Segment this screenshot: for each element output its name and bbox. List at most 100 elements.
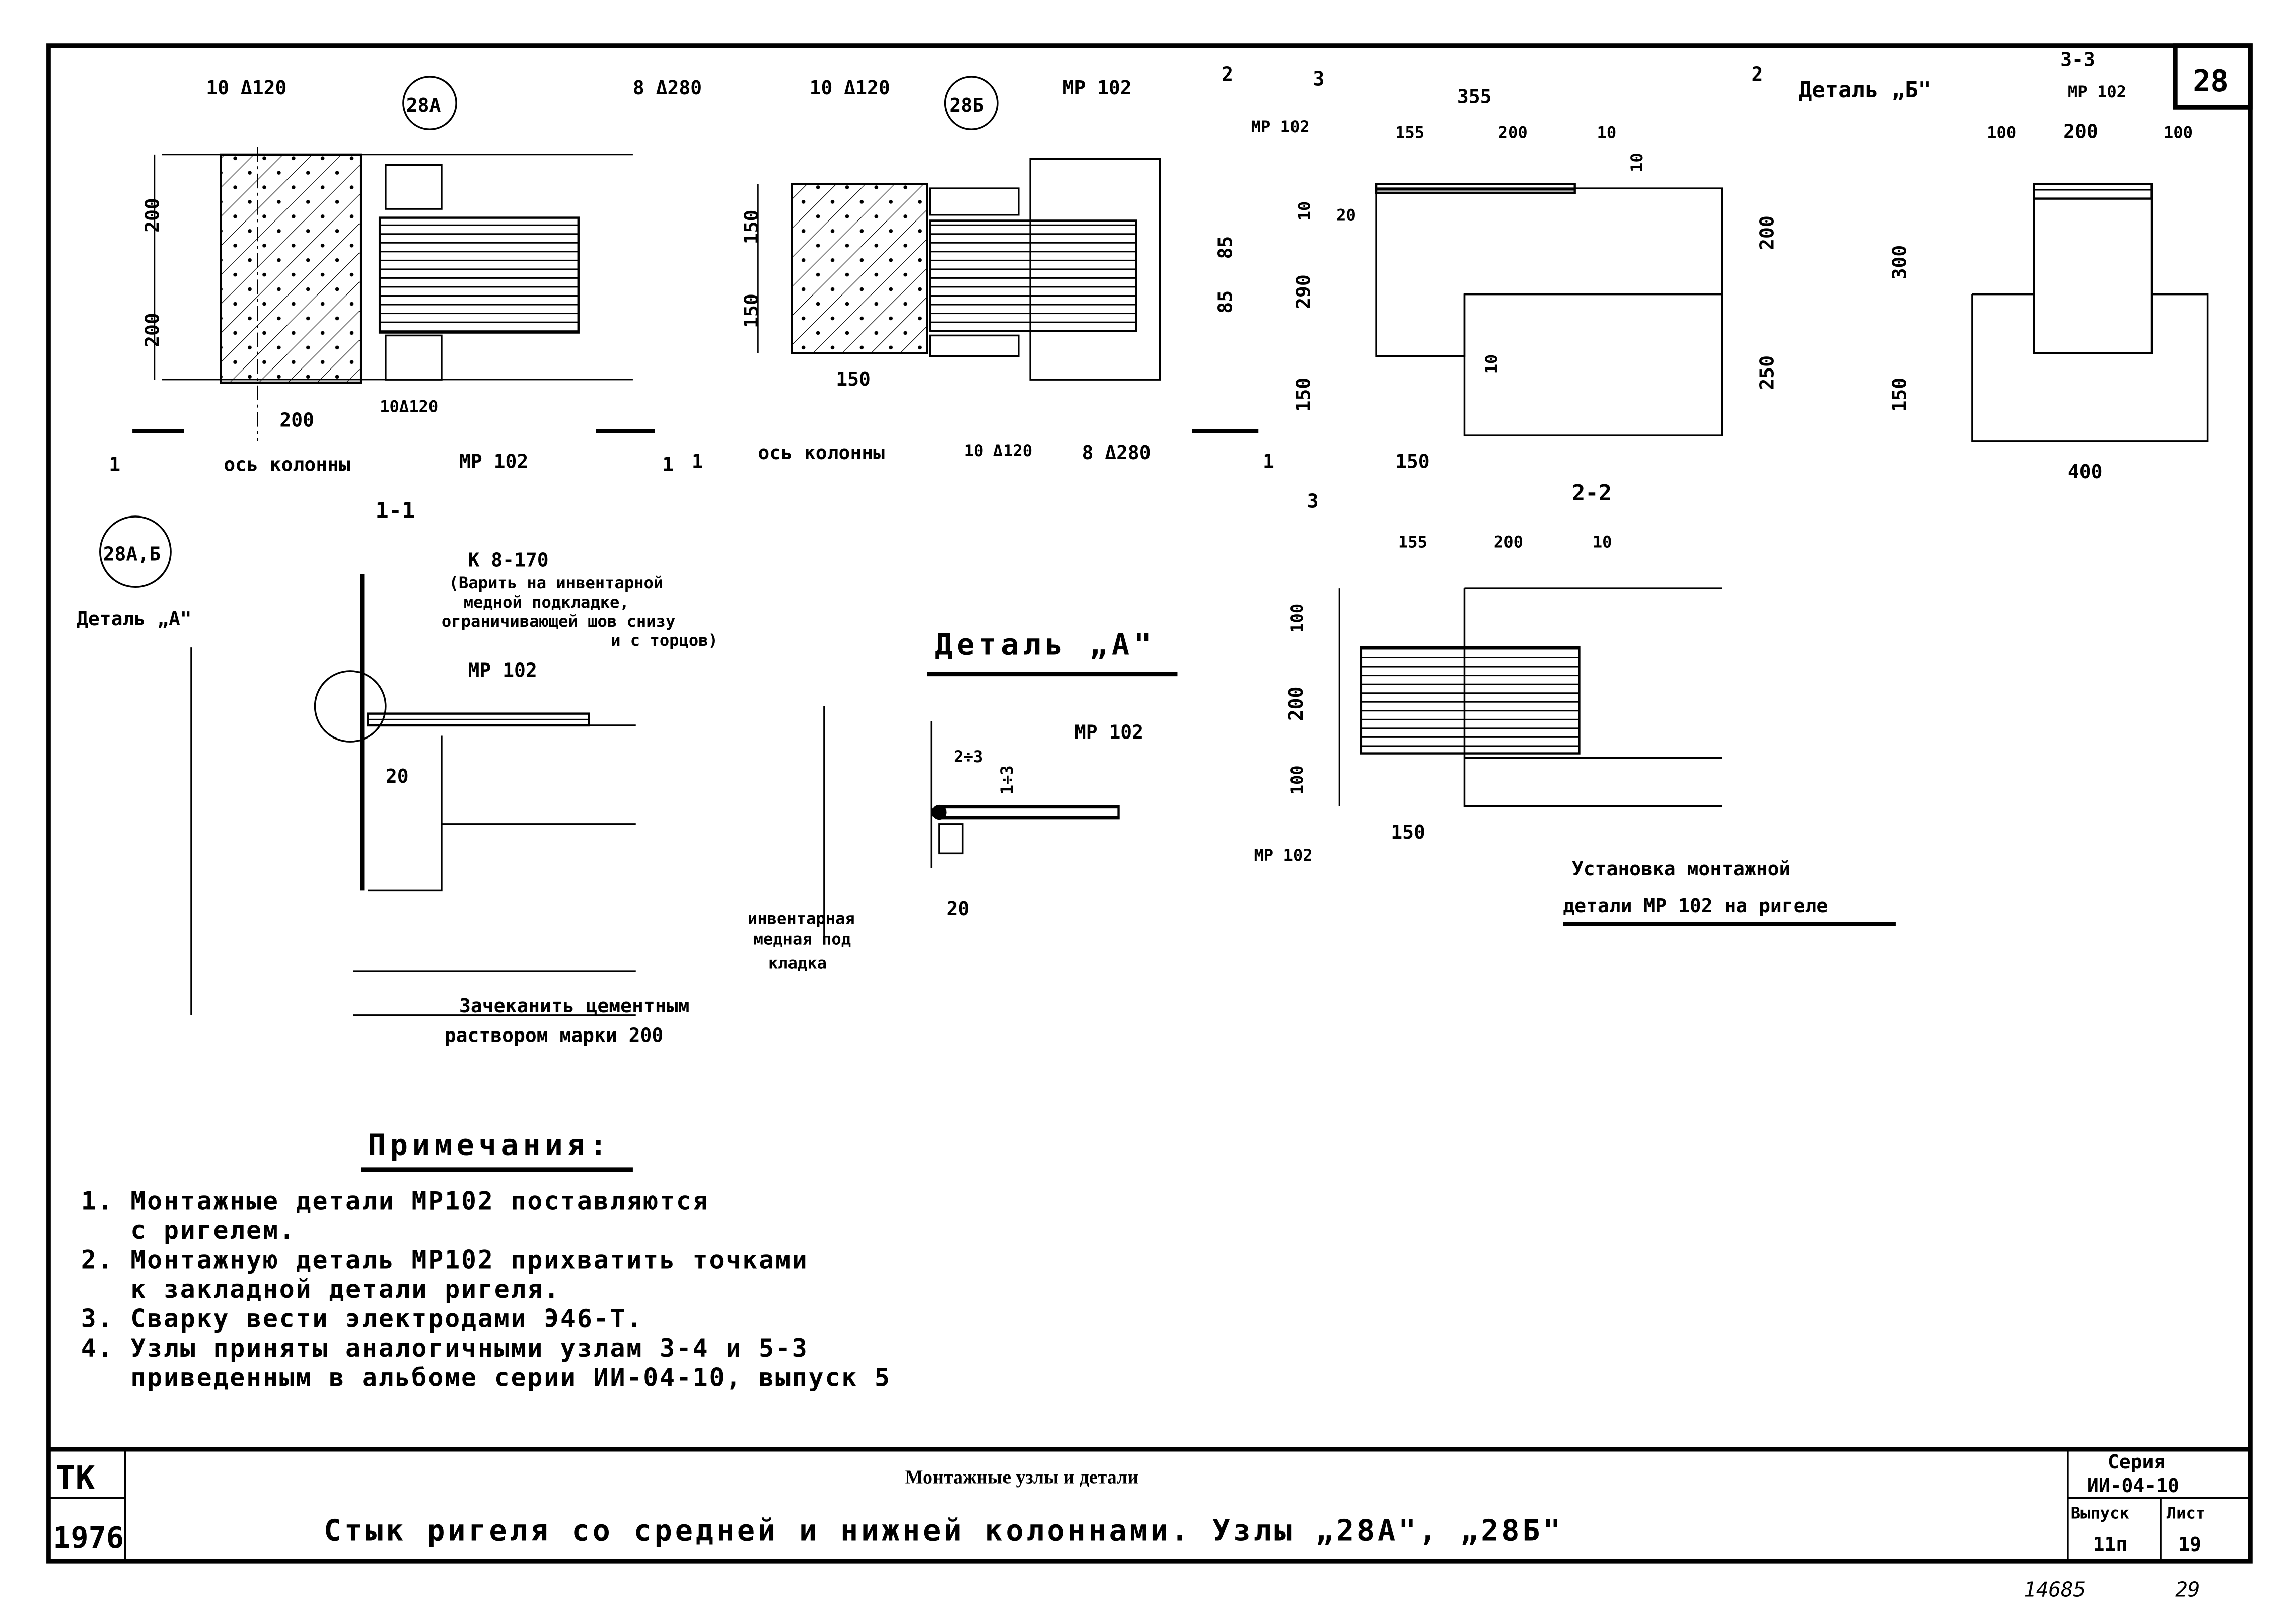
rebar-label: 10 Δ120 bbox=[964, 441, 1032, 460]
node-28a: 28А 10 Δ120 8 Δ280 200 200 200 10Δ120 ос… bbox=[109, 76, 702, 475]
dim-label: 200 bbox=[1285, 687, 1307, 721]
section-3-3: 3-3 МР 102 100 200 100 300 150 400 bbox=[1888, 49, 2209, 483]
section-mark: 1 bbox=[662, 453, 674, 475]
part-label: МР 102 bbox=[1062, 77, 1131, 99]
sheet-number: 28 bbox=[2193, 64, 2228, 98]
dim-label: 290 bbox=[1293, 274, 1315, 309]
notes: Примечания: 1. Монтажные детали МР102 по… bbox=[81, 1128, 891, 1392]
node-28b: 28Б 10 Δ120 МР 102 150 150 85 85 150 ось… bbox=[692, 76, 1274, 472]
dim-label: 100 bbox=[1287, 765, 1307, 794]
detail-title: Деталь „А" bbox=[935, 628, 1156, 662]
dim-label: 20 bbox=[1336, 205, 1356, 225]
dim-label: 2÷3 bbox=[954, 747, 983, 766]
dim-label: 100 bbox=[2164, 123, 2193, 142]
detail-a: Деталь „А" МР 102 2÷3 1÷3 20 инвентарная… bbox=[748, 628, 1178, 972]
dim-label: 200 bbox=[1498, 123, 1528, 142]
section-mark: 1 bbox=[1263, 450, 1274, 472]
dim-label: 85 bbox=[1214, 290, 1237, 314]
section-2-2: 2-2 155 200 10 100 200 100 150 МР 102 Ус… bbox=[1254, 480, 1896, 926]
dim-label: 150 bbox=[1391, 821, 1425, 843]
dim-label: 85 bbox=[1214, 236, 1237, 259]
series-value: ИИ-04-10 bbox=[2087, 1474, 2179, 1497]
note-item: 3. Сварку вести электродами Э46-Т. bbox=[81, 1304, 643, 1333]
dim-label: 150 bbox=[1293, 378, 1315, 412]
drawing-title: Стык ригеля со средней и нижней колоннам… bbox=[324, 1513, 1563, 1547]
caption: детали МР 102 на ригеле bbox=[1563, 895, 1828, 917]
part-label: МР 102 bbox=[1251, 117, 1310, 136]
dim-label: 200 bbox=[1494, 532, 1523, 551]
notes-title: Примечания: bbox=[368, 1128, 612, 1162]
section-mark: 3 bbox=[1307, 490, 1319, 512]
dim-label: 355 bbox=[1457, 86, 1492, 108]
rebar-label: 8 Δ280 bbox=[1082, 441, 1151, 464]
dim-label: 10 bbox=[1593, 532, 1612, 551]
footer: 14685 29 bbox=[2024, 1577, 2200, 1601]
section-mark: 2 bbox=[1222, 63, 1233, 86]
dim-label: 1÷3 bbox=[997, 765, 1017, 794]
node-tag: 28А,Б bbox=[103, 543, 161, 565]
dim-label: 10 bbox=[1597, 123, 1617, 142]
dim-label: 100 bbox=[1987, 123, 2016, 142]
part-label: МР 102 bbox=[1074, 721, 1143, 743]
rebar-label: 10 Δ120 bbox=[810, 77, 890, 99]
node-tag: 28Б bbox=[949, 94, 984, 116]
note-item: 1. Монтажные детали МР102 поставляются bbox=[81, 1187, 709, 1216]
sheet-frame: 28 bbox=[46, 43, 2253, 1564]
series-label: Серия bbox=[2108, 1451, 2165, 1473]
section-1-1: 1-1 28А,Б Деталь „А" К 8-170 (Варить на … bbox=[77, 498, 718, 1047]
weld-note: медной подкладке, bbox=[464, 593, 629, 612]
weld-note: (Варить на инвентарной bbox=[449, 573, 664, 593]
issue-label: Выпуск bbox=[2071, 1503, 2129, 1522]
weld-note: и с торцов) bbox=[611, 631, 718, 650]
rebar-label: 8 Δ280 bbox=[633, 77, 702, 99]
weld-note: ограничивающей шов снизу bbox=[442, 612, 675, 631]
axis-label: ось колонны bbox=[224, 453, 350, 475]
section-title: 3-3 bbox=[2060, 49, 2095, 71]
dim-label: 155 bbox=[1398, 532, 1427, 551]
dim-label: 200 bbox=[141, 198, 164, 233]
detail-b: Деталь „Б" 2 2 3 3 МР 102 355 155 200 10… bbox=[1222, 63, 1931, 512]
dim-label: 20 bbox=[386, 765, 409, 787]
drawing-subtitle: Монтажные узлы и детали bbox=[905, 1466, 1139, 1488]
grout-note: раствором марки 200 bbox=[445, 1024, 664, 1046]
dim-label: 20 bbox=[947, 898, 970, 920]
part-label: МР 102 bbox=[468, 659, 537, 682]
part-label: МР 102 bbox=[459, 450, 528, 472]
sheet-label: Лист bbox=[2167, 1503, 2205, 1522]
note-item: 4. Узлы приняты аналогичными узлам 3-4 и… bbox=[81, 1334, 809, 1363]
page-number: 29 bbox=[2175, 1577, 2200, 1601]
weld-label: К 8-170 bbox=[468, 549, 549, 571]
rebar-label: 10Δ120 bbox=[380, 397, 438, 416]
title-block: ТК 1976 Монтажные узлы и детали Стык риг… bbox=[48, 1449, 2251, 1562]
caption: Установка монтажной bbox=[1572, 858, 1791, 880]
note-item: приведенным в альбоме серии ИИ-04-10, вы… bbox=[81, 1363, 891, 1392]
section-mark: 2 bbox=[1751, 63, 1763, 86]
dim-label: 10 bbox=[1482, 354, 1501, 374]
dim-label: 150 bbox=[740, 210, 762, 245]
dim-label: 155 bbox=[1395, 123, 1424, 142]
note-item: к закладной детали ригеля. bbox=[81, 1275, 560, 1304]
note-item: с ригелем. bbox=[81, 1216, 296, 1245]
issue-value: 11п bbox=[2093, 1533, 2128, 1556]
dim-label: 150 bbox=[740, 293, 762, 328]
note-item: 2. Монтажную деталь МР102 прихватить точ… bbox=[81, 1245, 809, 1275]
year-label: 1976 bbox=[53, 1521, 124, 1555]
dim-label: 300 bbox=[1888, 245, 1910, 280]
dim-label: 150 bbox=[836, 368, 871, 390]
part-label: МР 102 bbox=[1254, 846, 1312, 865]
dim-label: 10 bbox=[1627, 153, 1646, 172]
pad-note: кладка bbox=[768, 953, 827, 972]
node-tag: 28А bbox=[406, 94, 441, 116]
sheet-value: 19 bbox=[2178, 1533, 2201, 1556]
section-title: 2-2 bbox=[1572, 480, 1612, 506]
dim-label: 400 bbox=[2068, 461, 2103, 483]
org-label: ТК bbox=[56, 1459, 95, 1497]
pad-note: медная под bbox=[754, 930, 851, 949]
dim-label: 10 bbox=[1295, 201, 1314, 221]
dim-label: 250 bbox=[1756, 355, 1778, 390]
dim-label: 200 bbox=[2063, 121, 2098, 143]
section-title: 1-1 bbox=[375, 498, 415, 524]
dim-label: 200 bbox=[279, 409, 314, 431]
detail-title: Деталь „Б" bbox=[1799, 77, 1931, 103]
